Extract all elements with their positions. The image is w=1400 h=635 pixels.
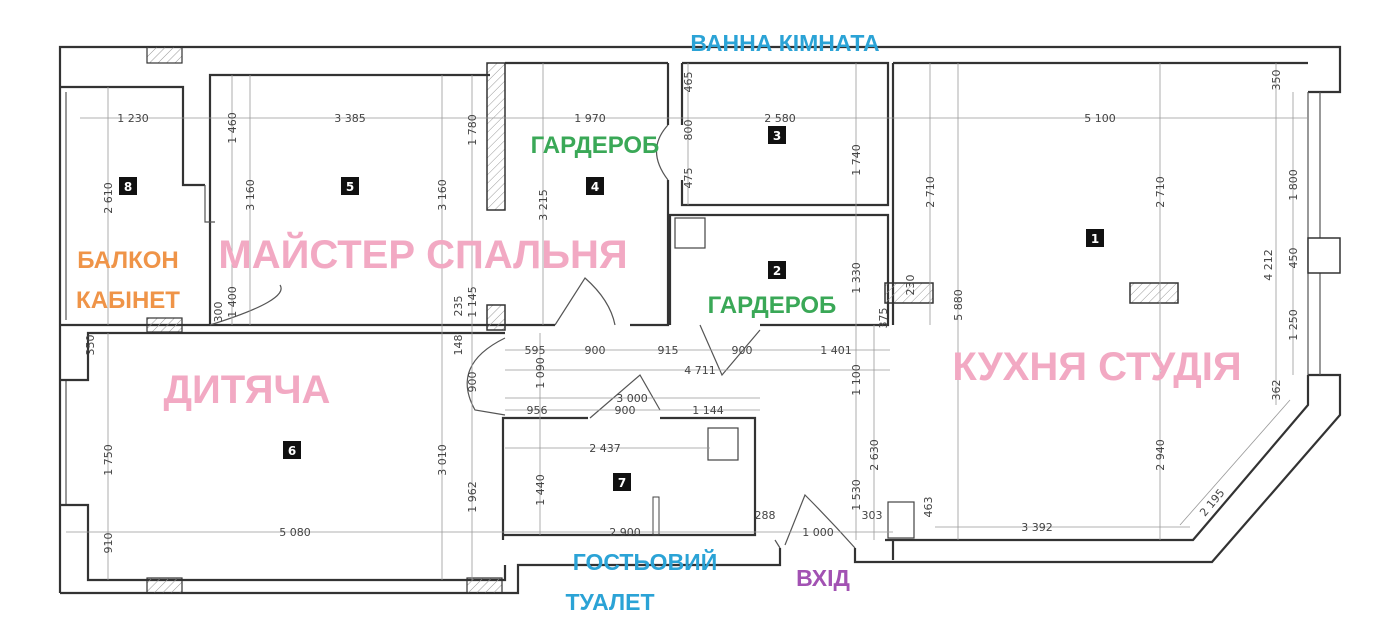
dim-label: 910 bbox=[102, 533, 115, 554]
dim-label: 148 bbox=[452, 335, 465, 356]
dim-label: 1 330 bbox=[850, 262, 863, 294]
svg-text:7: 7 bbox=[618, 476, 626, 490]
label-office: КАБІНЕТ bbox=[76, 287, 180, 314]
dim-label: 595 bbox=[525, 344, 546, 357]
dim-label: 362 bbox=[1270, 380, 1283, 401]
dim-label: 350 bbox=[1270, 70, 1283, 91]
dimension-lines bbox=[66, 63, 1308, 580]
dim-label: 2 710 bbox=[1154, 176, 1167, 208]
dim-label: 2 630 bbox=[868, 439, 881, 471]
dim-label: 235 bbox=[452, 296, 465, 317]
dim-label: 900 bbox=[466, 372, 479, 393]
label-master-bedroom: МАЙСТЕР СПАЛЬНЯ bbox=[218, 231, 627, 277]
dim-label: 1 230 bbox=[117, 112, 149, 125]
dim-label: 4 711 bbox=[684, 364, 716, 377]
dim-label: 900 bbox=[732, 344, 753, 357]
dim-label: 375 bbox=[877, 308, 890, 329]
svg-text:3: 3 bbox=[773, 129, 781, 143]
svg-text:4: 4 bbox=[591, 180, 599, 194]
label-bathroom: ВАННА КІМНАТА bbox=[690, 30, 879, 56]
outer-walls bbox=[58, 45, 1342, 595]
dim-label: 1 000 bbox=[802, 526, 834, 539]
dim-label: 800 bbox=[682, 120, 695, 141]
dim-label: 1 440 bbox=[534, 474, 547, 506]
dim-label: 2 580 bbox=[764, 112, 796, 125]
dim-label: 1 970 bbox=[574, 112, 606, 125]
svg-text:1: 1 bbox=[1091, 232, 1099, 246]
dim-label: 2 710 bbox=[924, 176, 937, 208]
dim-label: 1 144 bbox=[692, 404, 724, 417]
dim-label: 1 530 bbox=[850, 479, 863, 511]
dim-label: 900 bbox=[615, 404, 636, 417]
dim-label: 5 080 bbox=[279, 526, 311, 539]
dim-label: 900 bbox=[585, 344, 606, 357]
room-number-5: 5 bbox=[341, 177, 359, 195]
dim-label: 2 940 bbox=[1154, 439, 1167, 471]
dim-label: 2 195 bbox=[1197, 487, 1227, 519]
svg-text:6: 6 bbox=[288, 444, 296, 458]
label-wardrobe-top: ГАРДЕРОБ bbox=[531, 132, 660, 159]
dim-label: 303 bbox=[862, 509, 883, 522]
room-number-8: 8 bbox=[119, 177, 137, 195]
dim-label: 463 bbox=[922, 497, 935, 518]
columns bbox=[146, 46, 1341, 594]
label-kitchen-studio: КУХНЯ СТУДІЯ bbox=[952, 345, 1241, 389]
internal-walls bbox=[60, 61, 1308, 560]
dim-label: 1 400 bbox=[226, 286, 239, 318]
dim-label: 1 145 bbox=[466, 286, 479, 318]
room-number-1: 1 bbox=[1086, 229, 1104, 247]
dim-label: 1 250 bbox=[1287, 309, 1300, 341]
dim-label: 1 780 bbox=[466, 114, 479, 146]
svg-text:5: 5 bbox=[346, 180, 354, 194]
svg-text:2: 2 bbox=[773, 264, 781, 278]
label-kids-room: ДИТЯЧА bbox=[164, 368, 331, 412]
dim-label: 1 962 bbox=[466, 481, 479, 513]
dim-label: 300 bbox=[212, 302, 225, 323]
dim-label: 2 610 bbox=[102, 182, 115, 214]
dim-label: 465 bbox=[682, 72, 695, 93]
room-number-7: 7 bbox=[613, 473, 631, 491]
dim-label: 3 010 bbox=[436, 444, 449, 476]
dimension-labels: 1 230 3 385 1 970 2 580 5 100 1 460 1 78… bbox=[84, 70, 1300, 554]
dim-label: 5 880 bbox=[952, 289, 965, 321]
dim-label: 956 bbox=[527, 404, 548, 417]
room-numbers: 1 2 3 4 5 6 7 8 bbox=[119, 126, 1104, 491]
dim-label: 350 bbox=[84, 335, 97, 356]
dim-label: 1 460 bbox=[226, 112, 239, 144]
dim-label: 2 437 bbox=[589, 442, 621, 455]
room-number-3: 3 bbox=[768, 126, 786, 144]
svg-text:8: 8 bbox=[124, 180, 132, 194]
dim-label: 1 740 bbox=[850, 144, 863, 176]
dim-label: 3 215 bbox=[537, 189, 550, 221]
label-entrance: ВХІД bbox=[796, 565, 850, 591]
label-wardrobe-mid: ГАРДЕРОБ bbox=[708, 292, 837, 319]
dim-label: 1 090 bbox=[534, 357, 547, 389]
dim-label: 2 900 bbox=[609, 526, 641, 539]
dim-label: 4 212 bbox=[1262, 249, 1275, 281]
label-guest: ГОСТЬОВИЙ bbox=[573, 548, 718, 575]
room-number-6: 6 bbox=[283, 441, 301, 459]
room-number-4: 4 bbox=[586, 177, 604, 195]
dim-label: 475 bbox=[682, 168, 695, 189]
doors bbox=[204, 124, 856, 549]
room-number-2: 2 bbox=[768, 261, 786, 279]
dim-label: 1 100 bbox=[850, 364, 863, 396]
dim-label: 450 bbox=[1287, 248, 1300, 269]
label-toilet: ТУАЛЕТ bbox=[565, 589, 654, 615]
dim-label: 3 000 bbox=[616, 392, 648, 405]
room-labels: ВАННА КІМНАТА ГАРДЕРОБ МАЙСТЕР СПАЛЬНЯ Б… bbox=[76, 30, 1242, 615]
dim-label: 288 bbox=[755, 509, 776, 522]
dim-label: 915 bbox=[658, 344, 679, 357]
dim-label: 5 100 bbox=[1084, 112, 1116, 125]
dim-label: 1 800 bbox=[1287, 169, 1300, 201]
dim-label: 230 bbox=[904, 275, 917, 296]
dim-label: 3 160 bbox=[436, 179, 449, 211]
dim-label: 1 401 bbox=[820, 344, 852, 357]
dim-label: 3 392 bbox=[1021, 521, 1053, 534]
dim-label: 3 385 bbox=[334, 112, 366, 125]
dim-label: 3 160 bbox=[244, 179, 257, 211]
label-balcony: БАЛКОН bbox=[77, 247, 178, 274]
dim-label: 1 750 bbox=[102, 444, 115, 476]
